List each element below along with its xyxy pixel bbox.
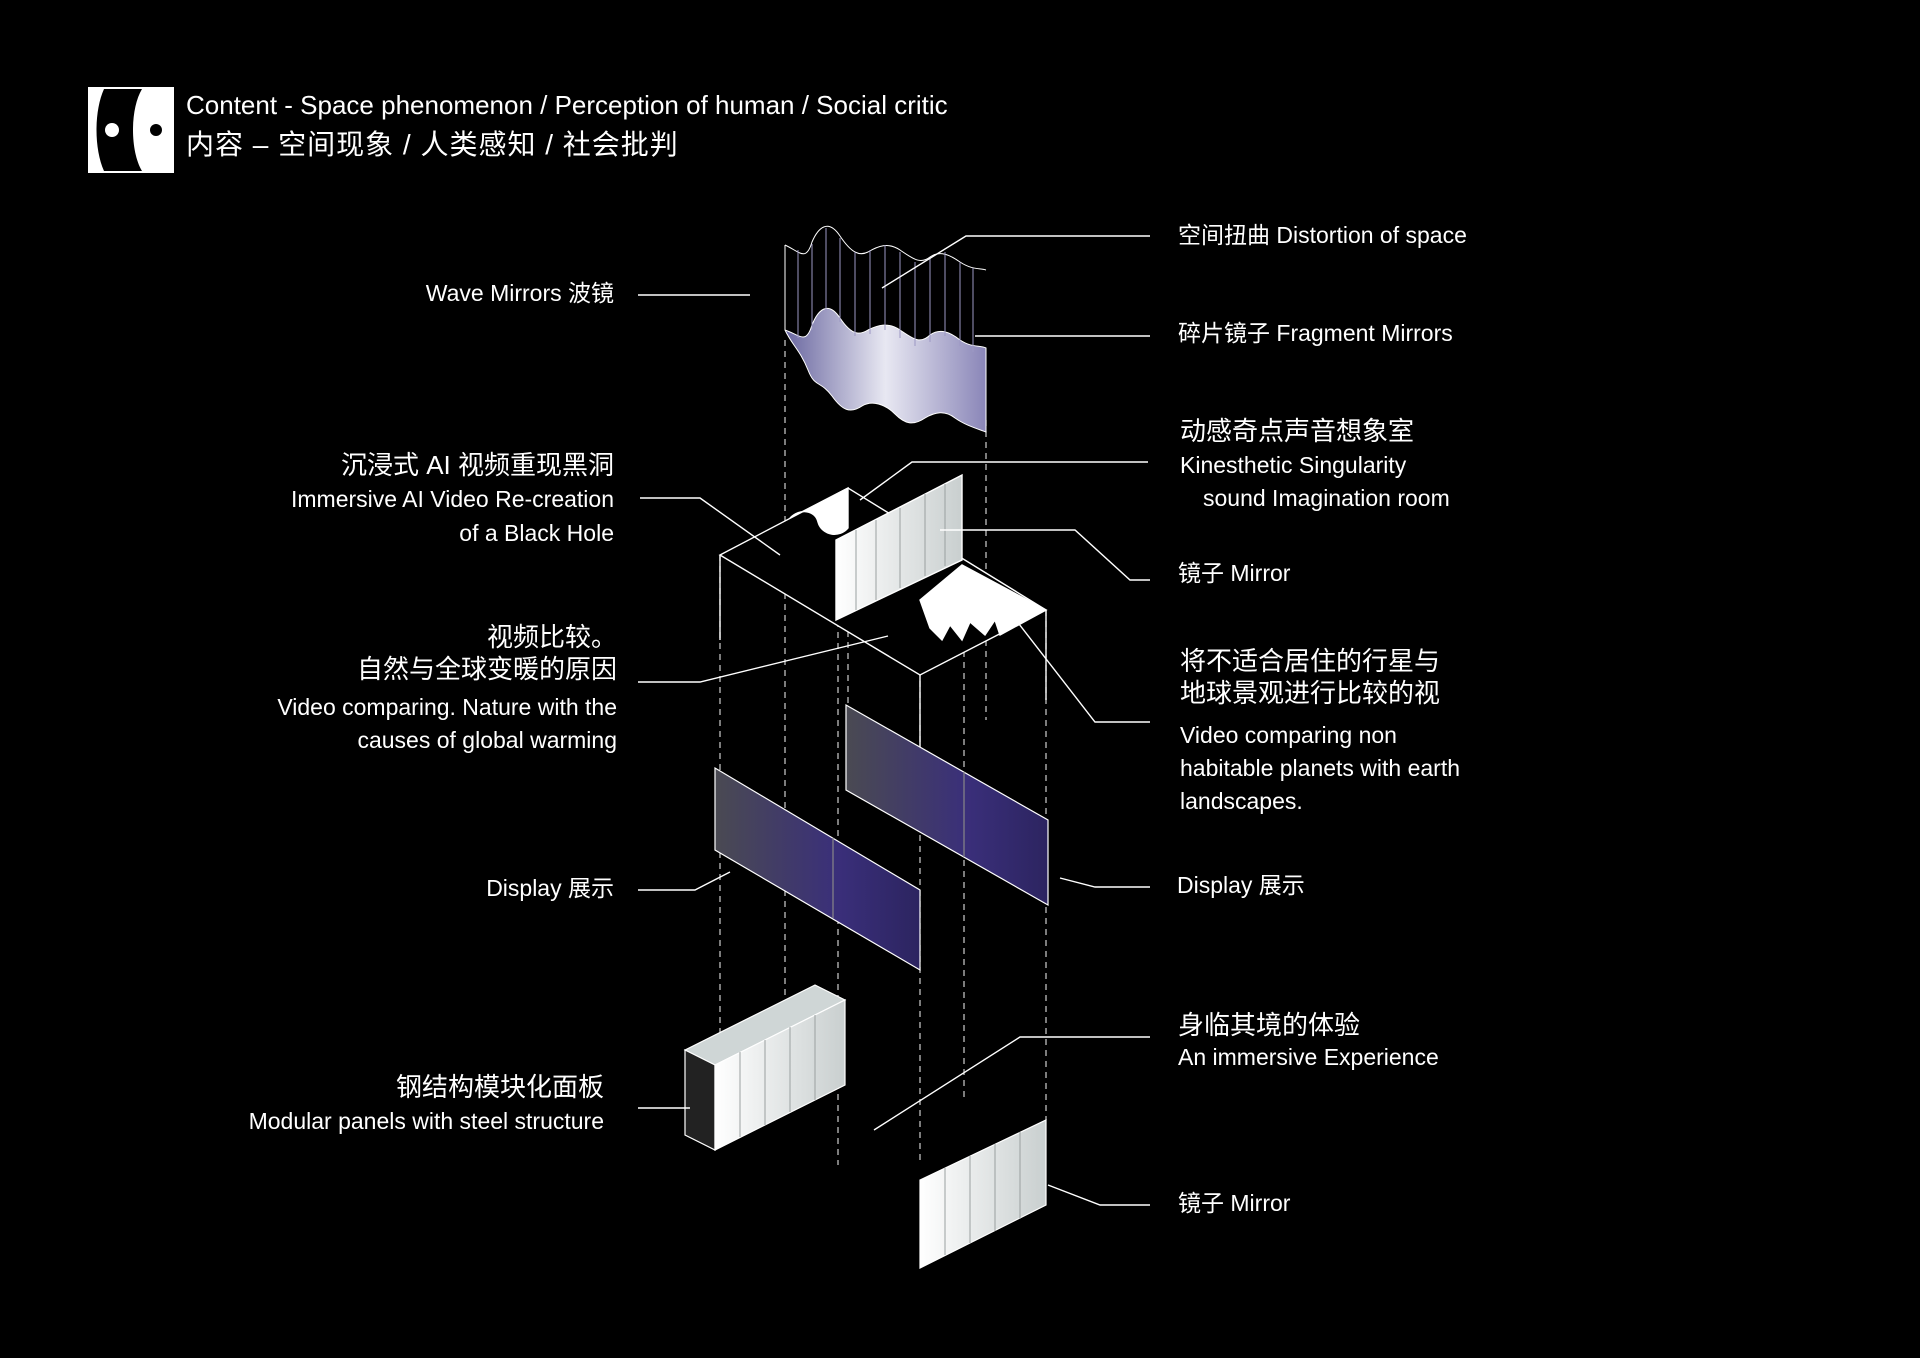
- label-wave-mirrors: Wave Mirrors 波镜: [425, 280, 614, 306]
- label-planets-zh1: 将不适合居住的行星与: [1180, 646, 1441, 676]
- wave-mirrors: [784, 225, 987, 433]
- display-panel-right: [845, 703, 1049, 907]
- kinesthetic-room-box: [718, 473, 1048, 760]
- label-mirror-top: 镜子 Mirror: [1178, 560, 1291, 586]
- label-planets-zh2: 地球景观进行比较的视: [1180, 678, 1441, 708]
- leader-lines: [638, 235, 1150, 1206]
- label-video-compare-zh2: 自然与全球变暖的原因: [356, 654, 617, 684]
- label-immersive-ai-zh: 沉浸式 AI 视频重现黑洞: [340, 450, 614, 480]
- modular-panels: [683, 984, 847, 1151]
- label-planets-en2: habitable planets with earth: [1180, 755, 1461, 781]
- label-mirror-bottom: 镜子 Mirror: [1178, 1190, 1291, 1216]
- header-title-en: Content - Space phenomenon / Perception …: [186, 90, 948, 120]
- label-kinesthetic-en2: sound Imagination room: [1203, 485, 1450, 511]
- label-video-compare-en1: Video comparing. Nature with the: [277, 694, 617, 720]
- label-planets-en3: landscapes.: [1180, 788, 1303, 814]
- label-immersive-ai-en1: Immersive AI Video Re-creation: [291, 486, 614, 512]
- label-display-left: Display 展示: [486, 875, 614, 901]
- label-kinesthetic-en1: Kinesthetic Singularity: [1180, 452, 1407, 478]
- label-kinesthetic-zh: 动感奇点声音想象室: [1180, 416, 1415, 446]
- label-immersive-ai-en2: of a Black Hole: [459, 520, 614, 546]
- label-planets-en1: Video comparing non: [1180, 722, 1397, 748]
- label-display-right: Display 展示: [1177, 872, 1305, 898]
- label-immersive-experience-en: An immersive Experience: [1178, 1044, 1439, 1070]
- label-fragment-mirrors: 碎片镜子 Fragment Mirrors: [1178, 320, 1453, 346]
- label-distortion: 空间扭曲 Distortion of space: [1178, 222, 1467, 248]
- label-video-compare-en2: causes of global warming: [357, 727, 617, 753]
- label-video-compare-zh1: 视频比较。: [486, 622, 617, 652]
- label-immersive-experience-zh: 身临其境的体验: [1178, 1010, 1361, 1040]
- label-modular-en: Modular panels with steel structure: [248, 1108, 604, 1134]
- display-panel-left: [714, 766, 921, 972]
- eye-logo-icon: [88, 87, 174, 173]
- mirror-panel-bottom: [919, 1119, 1047, 1269]
- label-modular-zh: 钢结构模块化面板: [395, 1072, 604, 1102]
- header-title-zh: 内容 – 空间现象 / 人类感知 / 社会批判: [186, 129, 679, 160]
